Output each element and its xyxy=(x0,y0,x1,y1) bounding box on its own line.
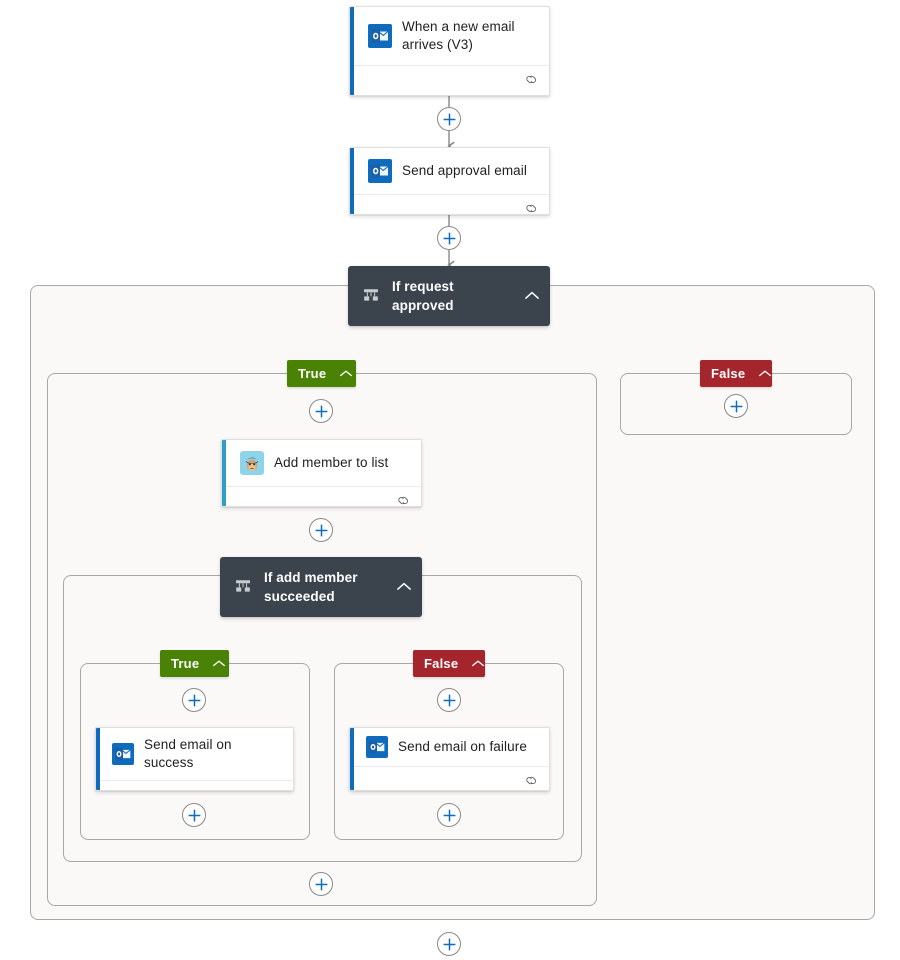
add-action-button-8[interactable] xyxy=(437,803,461,827)
branch-badge-true-outer[interactable]: True xyxy=(287,360,356,387)
card-header: Send approval email xyxy=(350,148,549,194)
add-action-button-7[interactable] xyxy=(182,803,206,827)
condition-card-outer[interactable]: If request approved xyxy=(348,266,550,326)
add-action-button-3[interactable] xyxy=(309,399,333,423)
card-accent-bar xyxy=(350,728,354,790)
action-card-add-member[interactable]: Add member to list xyxy=(221,439,422,507)
chevron-up-icon[interactable] xyxy=(396,582,412,592)
card-accent-bar xyxy=(350,7,354,95)
condition-branch-icon xyxy=(364,289,378,301)
chevron-up-icon[interactable] xyxy=(524,291,540,301)
condition-title: If request approved xyxy=(392,279,454,313)
plus-icon xyxy=(315,878,327,890)
card-title: Send email on failure xyxy=(398,739,527,754)
branch-badge-true-inner[interactable]: True xyxy=(160,650,229,677)
chevron-up-icon[interactable] xyxy=(339,369,353,379)
card-footer xyxy=(354,194,549,215)
condition-title: If add member succeeded xyxy=(264,570,358,604)
action-card-send-approval[interactable]: Send approval email xyxy=(349,147,550,215)
branch-label: False xyxy=(424,656,459,671)
outlook-icon xyxy=(368,24,392,48)
add-action-button-2[interactable] xyxy=(437,226,461,250)
add-action-button-false-outer[interactable] xyxy=(724,394,748,418)
action-card-send-success[interactable]: Send email on success xyxy=(95,727,294,791)
chevron-up-icon[interactable] xyxy=(471,659,485,669)
condition-card-inner[interactable]: If add member succeeded xyxy=(220,557,422,617)
outlook-icon xyxy=(112,743,134,765)
link-chain-icon[interactable] xyxy=(524,774,539,787)
add-action-button-1[interactable] xyxy=(437,107,461,131)
plus-icon xyxy=(443,694,455,706)
card-header: Add member to list xyxy=(222,440,421,486)
card-header: Send email on failure xyxy=(350,728,549,766)
card-header: Send email on success xyxy=(96,728,293,780)
branch-label: True xyxy=(298,366,327,381)
link-chain-icon[interactable] xyxy=(268,788,283,792)
card-title: Send approval email xyxy=(402,163,527,178)
plus-icon xyxy=(443,232,455,244)
chevron-up-icon[interactable] xyxy=(212,659,226,669)
plus-icon xyxy=(315,524,327,536)
add-action-button-6[interactable] xyxy=(437,688,461,712)
card-header: When a new email arrives (V3) xyxy=(350,7,549,65)
link-chain-icon[interactable] xyxy=(524,73,539,86)
card-accent-bar xyxy=(96,728,100,790)
card-footer xyxy=(100,780,293,792)
card-footer xyxy=(354,65,549,92)
card-title: When a new email arrives (V3) xyxy=(402,19,515,52)
add-action-button-10[interactable] xyxy=(437,932,461,956)
action-card-trigger[interactable]: When a new email arrives (V3) xyxy=(349,6,550,96)
mailchimp-icon xyxy=(240,451,264,475)
add-action-button-9[interactable] xyxy=(309,872,333,896)
plus-icon xyxy=(443,113,455,125)
plus-icon xyxy=(443,809,455,821)
card-title: Add member to list xyxy=(274,455,389,470)
branch-badge-false-inner[interactable]: False xyxy=(413,650,485,677)
plus-icon xyxy=(188,809,200,821)
chevron-up-icon[interactable] xyxy=(758,369,772,379)
link-chain-icon[interactable] xyxy=(524,202,539,215)
link-chain-icon[interactable] xyxy=(396,494,411,507)
plus-icon xyxy=(188,694,200,706)
branch-label: True xyxy=(171,656,200,671)
outlook-icon xyxy=(368,159,392,183)
condition-branch-icon xyxy=(236,580,250,592)
action-card-send-failure[interactable]: Send email on failure xyxy=(349,727,550,791)
plus-icon xyxy=(315,405,327,417)
card-footer xyxy=(354,766,549,790)
card-accent-bar xyxy=(222,440,226,506)
branch-badge-false-outer[interactable]: False xyxy=(700,360,772,387)
card-title: Send email on success xyxy=(144,737,232,770)
plus-icon xyxy=(730,400,742,412)
add-action-button-5[interactable] xyxy=(182,688,206,712)
branch-label: False xyxy=(711,366,746,381)
card-accent-bar xyxy=(350,148,354,214)
outlook-icon xyxy=(366,736,388,758)
add-action-button-4[interactable] xyxy=(309,518,333,542)
plus-icon xyxy=(443,938,455,950)
card-footer xyxy=(226,486,421,507)
